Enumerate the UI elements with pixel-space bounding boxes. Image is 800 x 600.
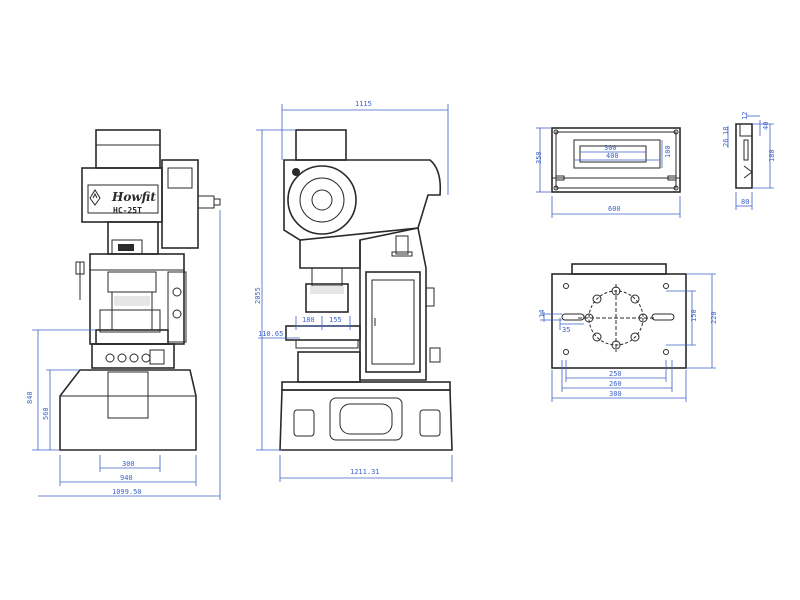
side-flywheel xyxy=(287,165,357,235)
side-column xyxy=(359,227,427,381)
dim-600-top: 600 xyxy=(608,205,621,213)
side-base xyxy=(279,389,453,451)
dim-2055-side: 2055 xyxy=(254,287,262,304)
side-cabinet xyxy=(365,271,421,373)
dim-840-front: 840 xyxy=(26,391,34,404)
dim-80-detail: 80 xyxy=(741,198,749,206)
front-base xyxy=(59,369,197,451)
top-plate-outline xyxy=(551,127,681,193)
front-view: Howfit HC-25T xyxy=(26,129,221,500)
dim-100-top: 100 xyxy=(664,145,672,158)
howfit-logo xyxy=(89,189,101,206)
dim-260-bolster: 260 xyxy=(609,380,622,388)
top-detail-view: 600 350 300 400 100 xyxy=(535,127,681,218)
dim-180-side: 180 xyxy=(302,316,315,324)
side-valve xyxy=(395,235,409,255)
dim-300-top: 300 xyxy=(604,144,617,152)
dim-250-bolster: 250 xyxy=(609,370,622,378)
dim-155-side: 155 xyxy=(329,316,342,324)
dim-1099-front: 1099.50 xyxy=(112,488,142,496)
bolster-plate-view: 250 260 380 150 220 14 35 xyxy=(538,263,718,402)
dim-220-bolster: 220 xyxy=(710,311,718,324)
dim-150-bolster: 150 xyxy=(690,309,698,322)
front-button-panel xyxy=(91,343,175,369)
brand-name: Howfit xyxy=(111,190,156,204)
dim-380-bolster: 380 xyxy=(609,390,622,398)
dim-180-detail: 180 xyxy=(768,149,776,162)
bolster-top-lip xyxy=(571,263,667,275)
model-name: HC-25T xyxy=(113,206,142,215)
side-detail-view: 80 180 12 40 18 26 xyxy=(722,112,776,210)
dim-940-front: 940 xyxy=(120,474,133,482)
dim-14-bolster: 14 xyxy=(538,310,546,318)
dim-1115-side: 1115 xyxy=(355,100,372,108)
front-side-panel xyxy=(167,271,187,343)
dim-110-side: 110.65 xyxy=(258,330,283,338)
dim-18-detail: 18 xyxy=(722,127,730,135)
top-plate-slot xyxy=(573,139,661,169)
dim-12-detail: 12 xyxy=(741,112,749,120)
dim-560-front: 560 xyxy=(42,407,50,420)
side-ram xyxy=(305,283,349,313)
front-dimensions: 300 940 1099.50 840 560 xyxy=(26,210,221,500)
side-motor xyxy=(295,129,347,161)
bolster-slot-right xyxy=(651,313,675,321)
dim-300-front: 300 xyxy=(122,460,135,468)
side-head xyxy=(283,159,442,241)
dim-40-detail: 40 xyxy=(762,122,770,130)
front-flywheel-guard xyxy=(161,159,199,249)
bolster-plate-outline xyxy=(551,273,687,369)
side-dimensions: 1115 2055 180 155 110.65 1211.31 xyxy=(254,100,453,482)
bolster-slot-left xyxy=(561,313,585,321)
dim-350-top: 350 xyxy=(535,151,543,164)
front-motor-top xyxy=(95,129,161,169)
dim-1211-side: 1211.31 xyxy=(350,468,380,476)
side-view: 1115 2055 180 155 110.65 1211.31 xyxy=(254,100,453,482)
dim-400-top: 400 xyxy=(606,152,619,160)
dim-35-bolster: 35 xyxy=(562,326,570,334)
dim-26-detail: 26 xyxy=(722,139,730,147)
